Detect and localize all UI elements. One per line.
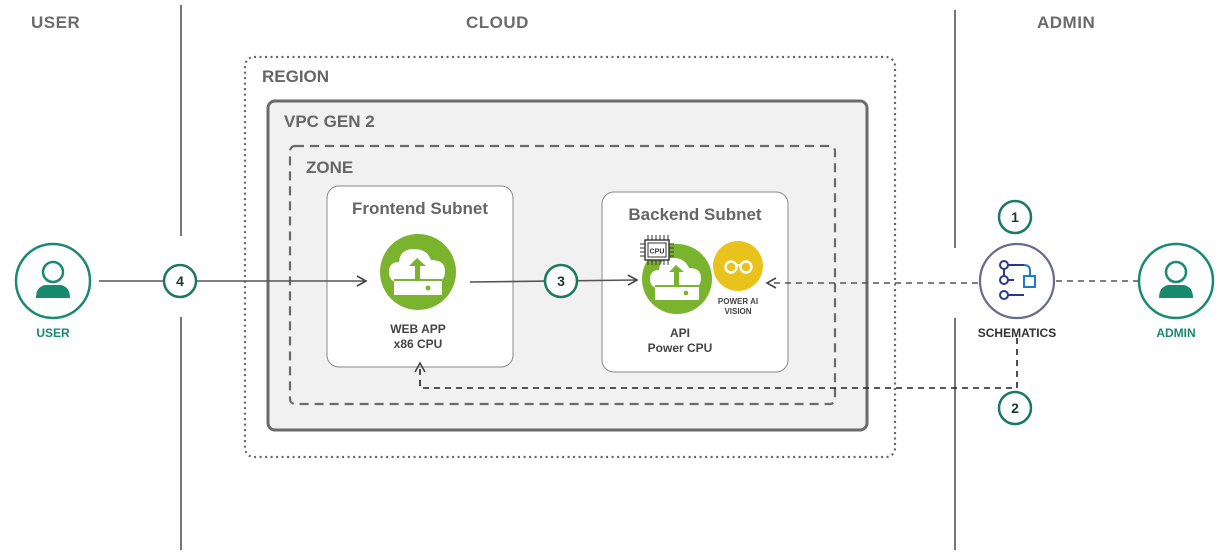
cpu-chip-icon: CPU <box>640 235 674 265</box>
region-label: REGION <box>262 67 330 86</box>
user-label: USER <box>36 326 70 340</box>
admin-person-icon <box>1137 242 1215 320</box>
step-2-badge: 2 <box>997 390 1033 426</box>
admin-column-title: ADMIN <box>1037 13 1096 32</box>
step-4-badge: 4 <box>162 263 198 299</box>
vpc-label: VPC GEN 2 <box>284 112 375 131</box>
svg-text:1: 1 <box>1011 209 1019 225</box>
svg-text:3: 3 <box>557 273 565 289</box>
schematics-label: SCHEMATICS <box>977 326 1057 340</box>
webapp-cloud-icon <box>380 234 456 310</box>
svg-text:4: 4 <box>176 273 184 289</box>
power-ai-vision-icon <box>713 241 763 291</box>
cpu-chip-label: CPU <box>650 249 665 256</box>
user-column-title: USER <box>31 13 81 32</box>
backend-subnet-label: Backend Subnet <box>628 205 762 224</box>
user-person-icon <box>14 242 92 320</box>
webapp-label: WEB APP <box>390 322 446 336</box>
step-1-badge: 1 <box>997 199 1033 235</box>
api-label: API <box>669 326 690 340</box>
frontend-subnet-label: Frontend Subnet <box>352 199 488 218</box>
vision-label-line1: POWER AI <box>717 297 759 306</box>
zone-label: ZONE <box>306 158 354 177</box>
cloud-column-title: CLOUD <box>466 13 529 32</box>
schematics-to-webapp-path <box>414 338 1018 389</box>
schematics-icon <box>978 242 1056 320</box>
api-cpu-label: Power CPU <box>647 341 713 355</box>
step-3-badge: 3 <box>543 263 579 299</box>
svg-text:2: 2 <box>1011 400 1019 416</box>
webapp-cpu-label: x86 CPU <box>393 337 443 351</box>
admin-label: ADMIN <box>1156 326 1196 340</box>
vision-label-line2: VISION <box>724 307 752 316</box>
